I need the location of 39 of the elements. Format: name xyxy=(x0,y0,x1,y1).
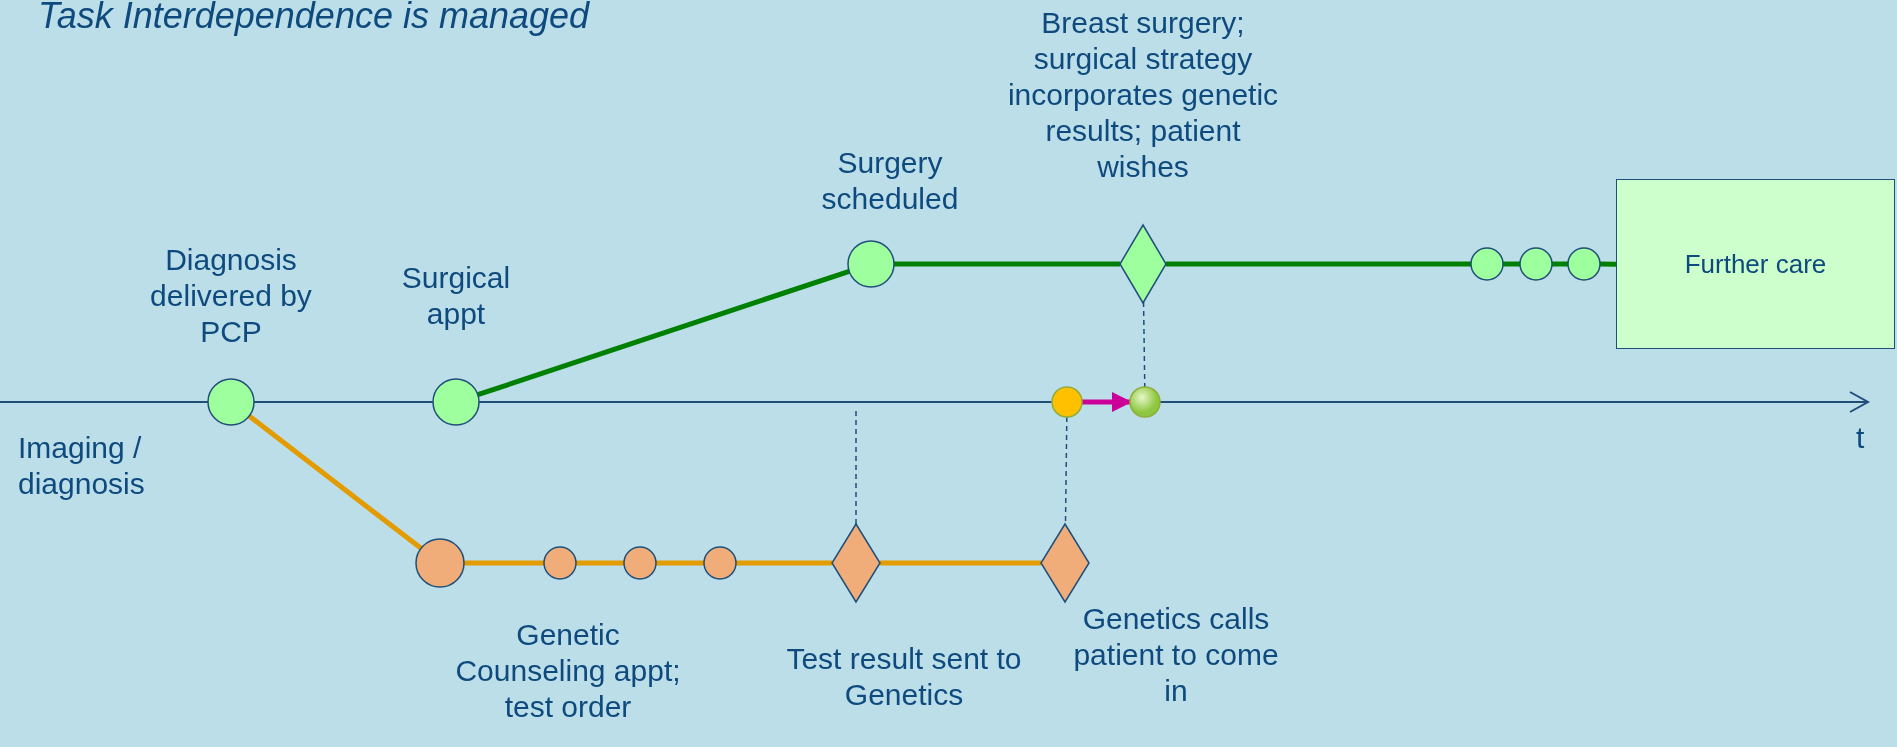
milestone-diamond xyxy=(1119,224,1167,304)
event-circle xyxy=(1567,247,1601,281)
event-caption: Breast surgery; surgical strategy incorporates genetic results; patient wishes xyxy=(1006,5,1280,185)
connector-line xyxy=(1166,261,1471,267)
axis-label: Imaging / diagnosis xyxy=(18,430,146,502)
event-circle xyxy=(1470,247,1504,281)
connector-line xyxy=(894,261,1120,267)
event-circle xyxy=(415,538,465,588)
connector-line xyxy=(880,560,1041,566)
event-circle xyxy=(703,546,737,580)
connector-line xyxy=(464,560,544,566)
dashed-connector xyxy=(855,410,857,525)
axis-label: t xyxy=(1856,420,1866,456)
process-box xyxy=(1616,179,1895,349)
event-caption: Test result sent to Genetics xyxy=(785,641,1023,713)
connector-line xyxy=(1600,261,1616,267)
event-circle xyxy=(623,546,657,580)
event-caption: Genetics calls patient to come in xyxy=(1072,601,1280,709)
connector-line xyxy=(247,414,423,551)
event-circle xyxy=(1051,386,1083,418)
event-circle xyxy=(1129,386,1161,418)
event-caption: Surgery scheduled xyxy=(820,145,960,217)
title: Task Interdependence is managed xyxy=(38,0,590,36)
event-caption: Genetic Counseling appt; test order xyxy=(454,617,682,725)
connector-line xyxy=(477,268,850,398)
connector-line xyxy=(736,560,832,566)
event-caption: Diagnosis delivered by PCP xyxy=(149,242,313,350)
event-caption: Surgical appt xyxy=(400,260,512,332)
event-circle xyxy=(543,546,577,580)
event-circle xyxy=(1519,247,1553,281)
dashed-connector xyxy=(1142,301,1146,388)
connector-line xyxy=(576,560,624,566)
event-circle xyxy=(847,240,895,288)
milestone-diamond xyxy=(1040,523,1090,603)
connector-line xyxy=(656,560,704,566)
box-label: Further care xyxy=(1684,248,1827,280)
event-circle xyxy=(432,378,480,426)
milestone-diamond xyxy=(831,523,881,603)
event-circle xyxy=(207,378,255,426)
